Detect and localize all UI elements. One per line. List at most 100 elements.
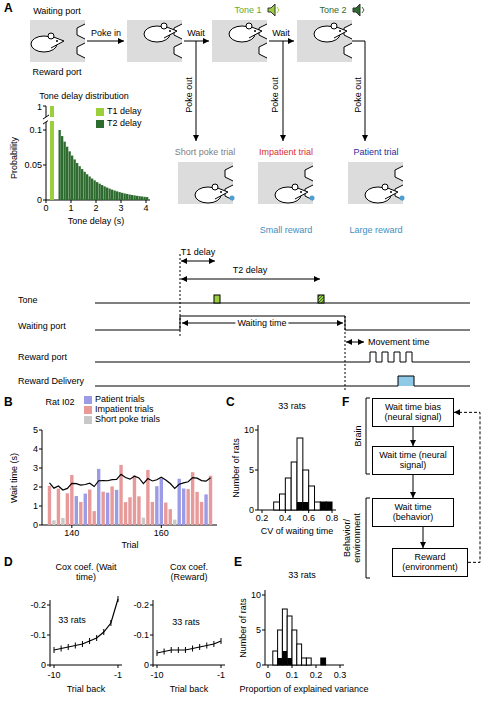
rat-ear: [161, 23, 167, 29]
text-label: Patient trial: [353, 147, 398, 157]
hist-bar: [278, 630, 283, 665]
text-label: 3: [33, 463, 38, 473]
t2-bar: [121, 193, 123, 200]
trial-bar: [88, 490, 91, 525]
text-label: -10: [150, 670, 163, 680]
text-label: Tone delay distribution: [39, 91, 129, 101]
tick: [71, 525, 72, 528]
text-label: 4: [33, 444, 38, 454]
text-label: 0.3: [334, 670, 347, 680]
tick: [39, 468, 42, 469]
text-label: Waiting time: [235, 318, 288, 328]
tick: [43, 165, 46, 166]
hist-bar-highlight: [303, 502, 309, 510]
reward-pulse: [398, 376, 414, 386]
reward-port: [174, 43, 182, 58]
panel-letter: B: [4, 396, 13, 410]
trial-bar: [128, 497, 131, 525]
hist-bar: [292, 630, 297, 665]
text-label: Reward port: [32, 67, 81, 77]
trial-bar: [209, 476, 212, 525]
delay-arrow: [181, 279, 320, 280]
tick: [121, 200, 122, 203]
text-label: Tone 1: [234, 5, 261, 15]
panel-letter: C: [226, 396, 235, 410]
t2-bar: [91, 179, 93, 200]
tick: [39, 525, 42, 526]
arrow: [269, 41, 294, 42]
process-box: Wait time bias (neural signal): [372, 398, 454, 427]
water-drop: [400, 196, 405, 201]
chamber: [348, 162, 403, 204]
text-label: 33 rats: [58, 615, 86, 625]
t2-bar: [134, 195, 136, 200]
legend-swatch: [84, 416, 92, 424]
axis: [153, 600, 154, 667]
tick: [255, 430, 258, 431]
legend-text: Impatient trials: [95, 405, 154, 415]
t2-bar: [106, 188, 108, 200]
text-label: Movement time: [368, 337, 430, 347]
tick: [157, 665, 158, 668]
trial-bar: [191, 472, 194, 525]
hist-bar: [306, 658, 311, 665]
t2-bar: [109, 189, 111, 200]
tick: [39, 449, 42, 450]
text-label: T2 delay: [233, 265, 268, 275]
text-label: 0.8: [326, 513, 339, 523]
trial-bar: [195, 492, 198, 525]
waiting-port: [77, 24, 85, 39]
text-label: Short poke trial: [175, 147, 236, 157]
text-label: 0: [144, 660, 149, 670]
box-text: Reward (environment): [397, 552, 463, 573]
legend-text: Patient trials: [95, 395, 145, 405]
waiting-port: [305, 166, 313, 181]
trial-bar: [48, 486, 51, 525]
axis: [265, 590, 344, 665]
hist-bar: [287, 616, 292, 665]
tick: [150, 605, 153, 606]
tick: [161, 525, 162, 528]
trial-bar: [106, 493, 109, 525]
rat-ear: [212, 184, 218, 190]
t2-bar: [126, 194, 128, 200]
tick: [43, 130, 46, 131]
process-box: Wait time (neural signal): [372, 446, 454, 475]
text-label: -0.1: [30, 630, 46, 640]
text-label: Probability: [9, 137, 19, 179]
chamber: [178, 162, 233, 204]
trial-bar: [57, 489, 60, 525]
axis: [50, 600, 51, 667]
t2-bar: [99, 184, 101, 200]
tick: [39, 430, 42, 431]
t2-bar: [131, 195, 133, 200]
hist-bar-highlight: [287, 658, 292, 665]
tick: [39, 506, 42, 507]
text-label: 2: [93, 203, 98, 213]
process-box: Reward (environment): [392, 548, 468, 577]
legend-swatch: [84, 396, 92, 404]
hist-bar-highlight: [278, 658, 283, 665]
t2-bar: [101, 185, 103, 200]
trial-bar: [164, 503, 167, 525]
legend-text: Short poke trials: [95, 415, 160, 425]
tick: [221, 665, 222, 668]
text-label: 0.1: [286, 670, 299, 680]
text-label: 0.2: [256, 513, 269, 523]
trial-bar: [61, 518, 64, 525]
text-label: Tone 2: [319, 5, 346, 15]
text-label: Number of rats: [238, 598, 248, 658]
text-label: 33 rats: [278, 401, 306, 411]
tick: [262, 630, 265, 631]
text-label: Number of rats: [231, 438, 241, 498]
rat-ear: [331, 23, 337, 29]
trial-bar: [200, 502, 203, 525]
tick: [118, 665, 119, 668]
t2-bar: [71, 156, 73, 200]
tick: [255, 510, 258, 511]
hist-bar-highlight: [320, 502, 326, 510]
text-label: 0: [43, 203, 48, 213]
tick: [340, 665, 341, 668]
t2-bar: [59, 130, 61, 200]
